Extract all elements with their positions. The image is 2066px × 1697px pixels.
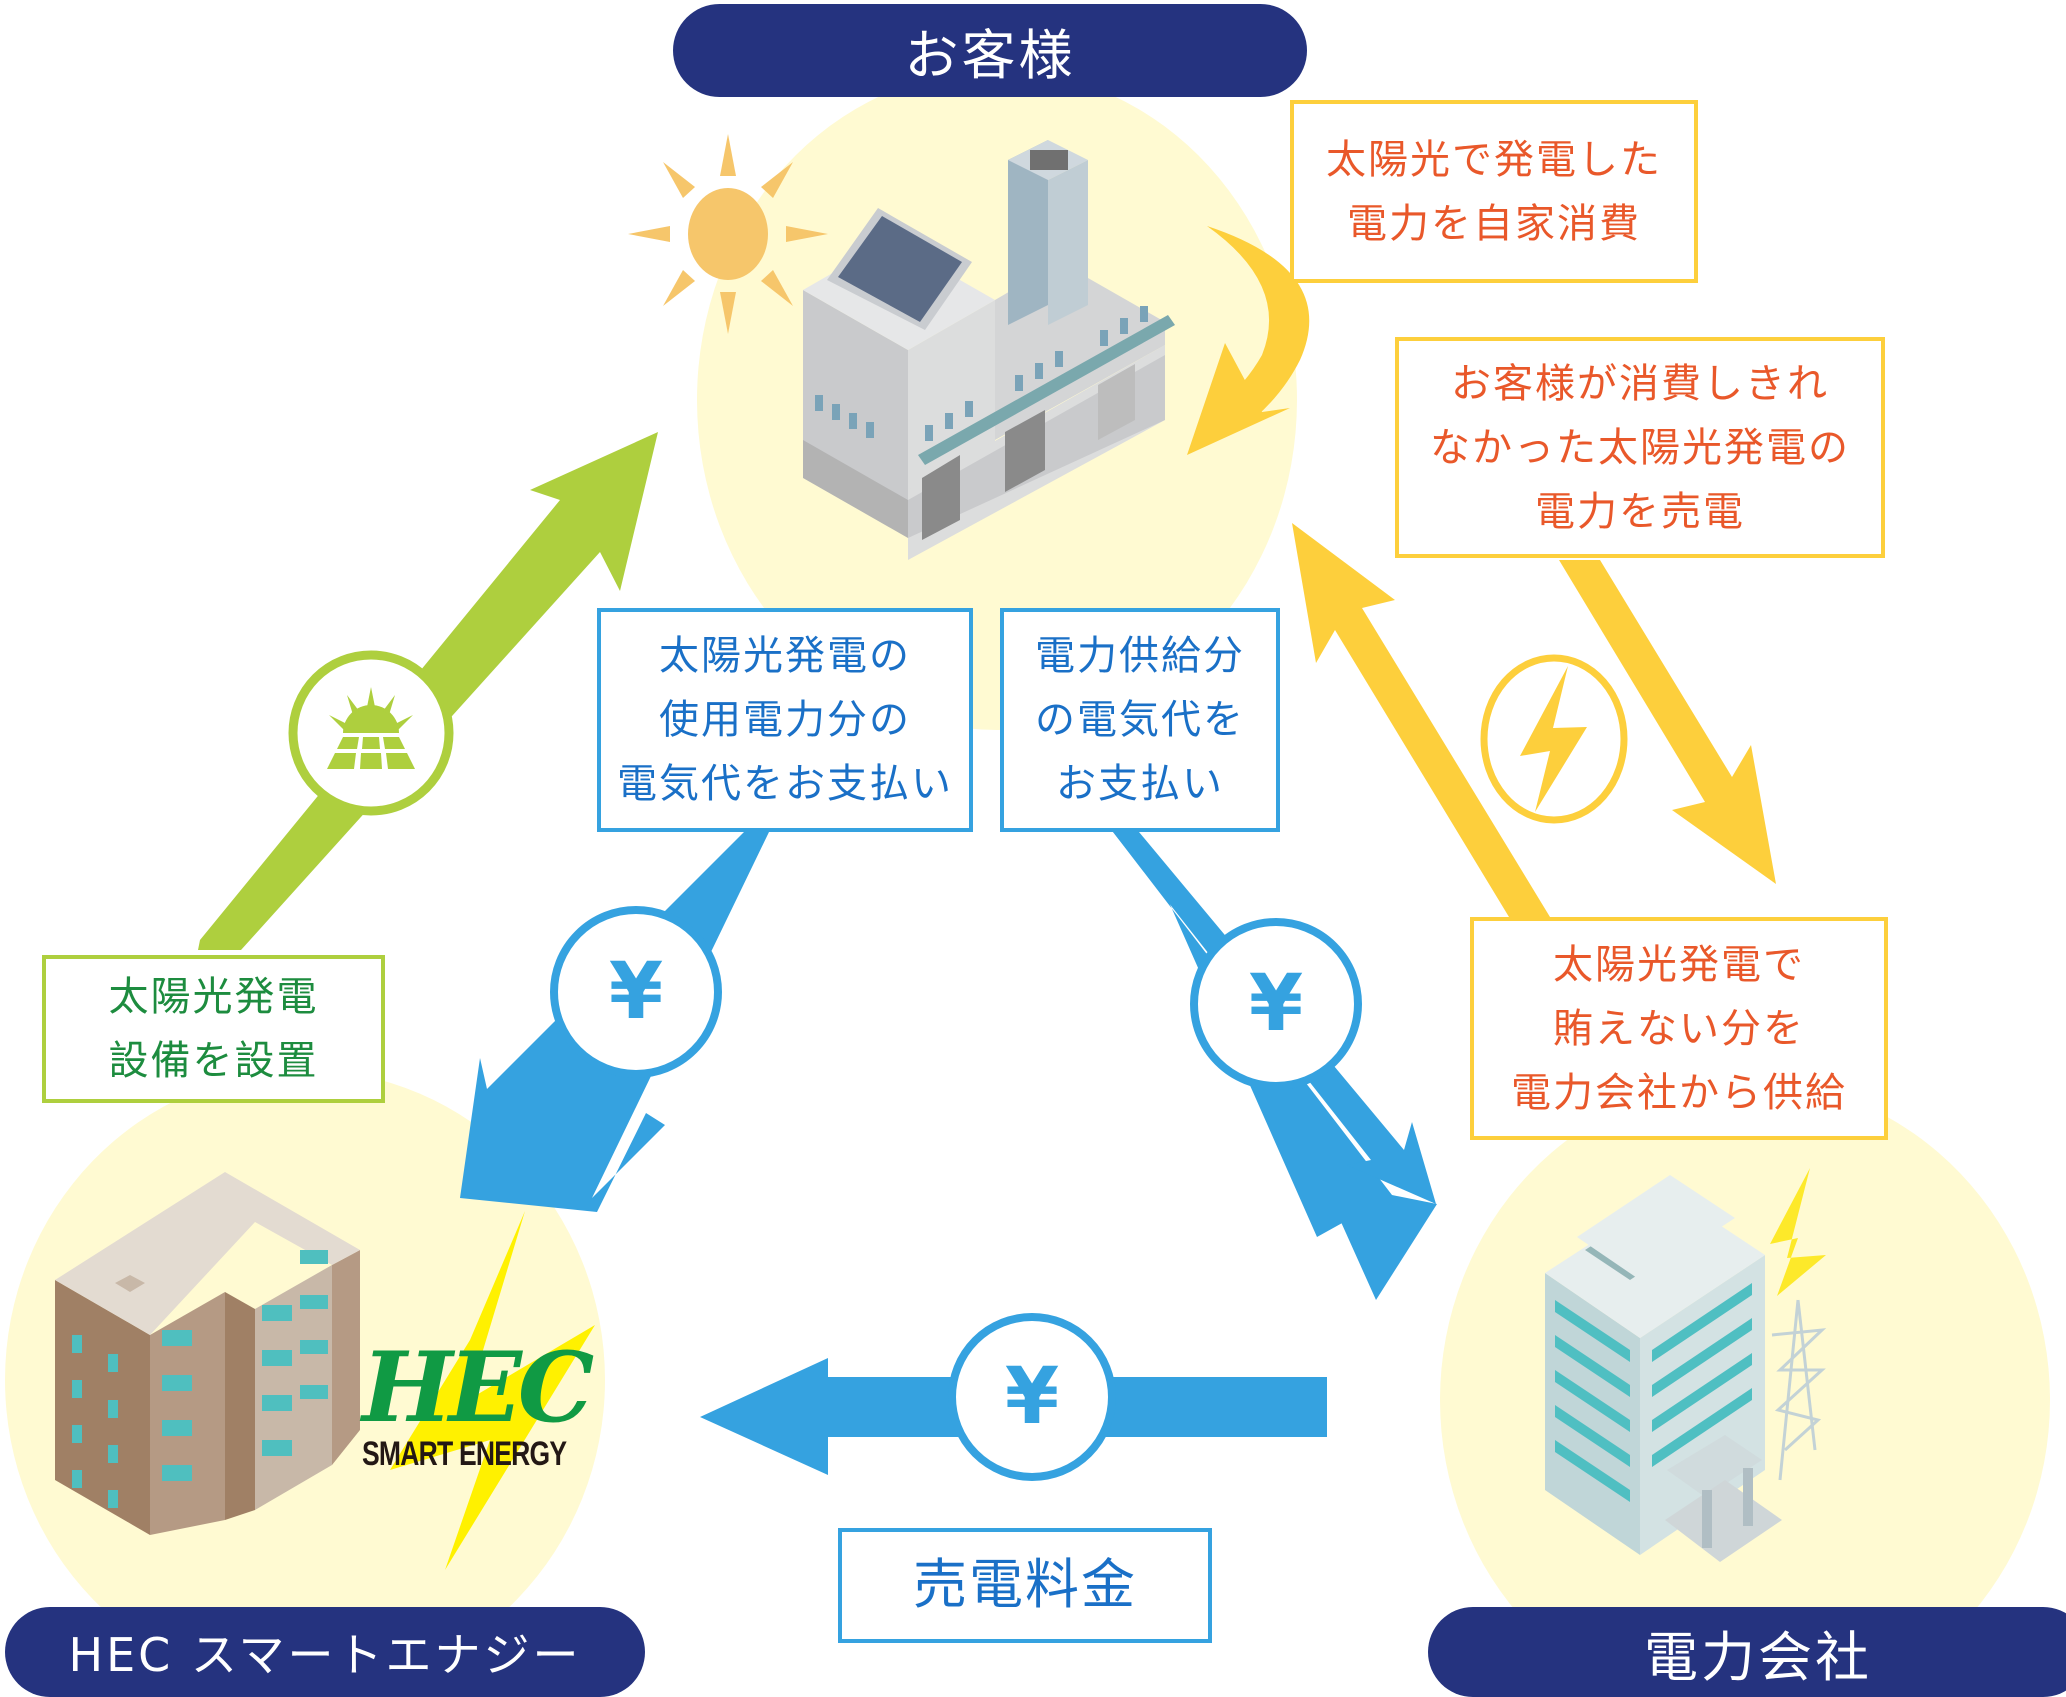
hec-label: HEC スマートエナジー xyxy=(5,1607,645,1697)
factory-building-illustration xyxy=(803,140,1175,560)
yen-icon: ¥ xyxy=(608,947,664,1037)
logo-subtitle: SMART ENERGY xyxy=(362,1435,567,1473)
callout-line: 賄えない分を xyxy=(1553,1005,1805,1052)
callout-line: の電気代を xyxy=(1035,697,1245,743)
callout-sale-fee: 売電料金 xyxy=(838,1528,1212,1643)
callout-line: 電力を自家消費 xyxy=(1347,200,1641,247)
yen-circle-pay-grid xyxy=(1190,918,1362,1090)
customer-label-text: お客様 xyxy=(904,24,1076,87)
callout-install: 太陽光発電 設備を設置 xyxy=(42,955,385,1103)
callout-grid-supply: 太陽光発電で 賄えない分を 電力会社から供給 xyxy=(1470,917,1888,1140)
surplus-sale-arrow xyxy=(1559,560,1776,884)
customer-label: お客様 xyxy=(673,4,1307,97)
callout-line: 太陽光発電 xyxy=(108,974,319,1020)
power-company-label: 電力会社 xyxy=(1428,1607,2066,1697)
yen-icon: ¥ xyxy=(1004,1352,1060,1442)
power-company-lightning-icon xyxy=(1770,1168,1826,1296)
yen-circle-pay-solar xyxy=(550,906,722,1078)
sun-icon xyxy=(628,134,828,334)
callout-line: お客様が消費しきれ xyxy=(1451,360,1829,407)
hec-smart-energy-logo: HEC SMART ENERGY xyxy=(362,1331,594,1473)
grid-supply-arrow xyxy=(1292,523,1550,917)
callout-surplus-sale: お客様が消費しきれ なかった太陽光発電の 電力を売電 xyxy=(1395,337,1885,558)
callout-line: 電力を売電 xyxy=(1535,488,1745,535)
power-company-label-text: 電力会社 xyxy=(1644,1625,1872,1689)
self-consumption-arrow xyxy=(1187,226,1310,455)
callout-line: 太陽光発電の xyxy=(659,633,911,679)
hec-label-text: HEC スマートエナジー xyxy=(68,1628,582,1682)
yen-icon: ¥ xyxy=(1248,959,1304,1049)
lightning-icon xyxy=(1520,666,1587,812)
logo-brand: HEC xyxy=(362,1331,594,1444)
callout-line: 使用電力分の xyxy=(659,697,911,743)
yen-circle-sale-fee xyxy=(948,1313,1116,1481)
callout-pay-solar: 太陽光発電の 使用電力分の 電気代をお支払い xyxy=(597,608,973,832)
callout-line: 電力会社から供給 xyxy=(1511,1069,1847,1116)
callout-pay-grid: 電力供給分 の電気代を お支払い xyxy=(1000,608,1280,832)
callout-line: 太陽光発電で xyxy=(1553,941,1805,988)
callout-line: 電気代をお支払い xyxy=(617,761,953,807)
transmission-tower-icon xyxy=(1771,1299,1827,1481)
solar-panel-icon xyxy=(327,687,415,769)
callout-line: 設備を設置 xyxy=(108,1038,319,1084)
callout-line: お支払い xyxy=(1056,761,1224,807)
callout-line: 電力供給分 xyxy=(1035,633,1245,679)
callout-self-consumption: 太陽光で発電した 電力を自家消費 xyxy=(1290,100,1698,283)
callout-line: 売電料金 xyxy=(913,1553,1137,1617)
callout-line: 太陽光で発電した xyxy=(1326,136,1662,183)
callout-line: なかった太陽光発電の xyxy=(1430,424,1850,471)
power-company-building-illustration xyxy=(1545,1175,1782,1562)
hec-lightning-icon xyxy=(390,1211,595,1570)
hec-office-building-illustration xyxy=(55,1172,360,1535)
